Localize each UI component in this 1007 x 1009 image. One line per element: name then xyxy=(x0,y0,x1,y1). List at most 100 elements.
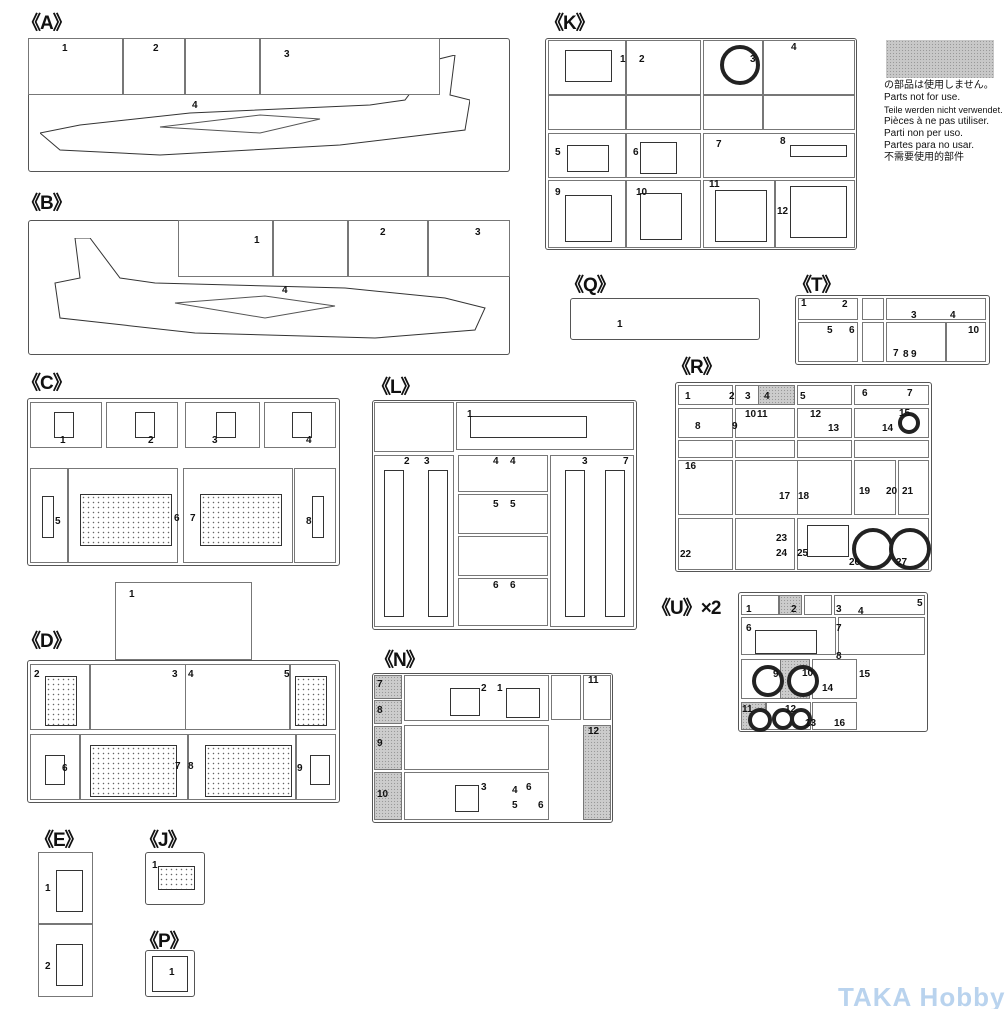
sprue-n-title: 《N》 xyxy=(375,650,425,671)
part-number: 2 xyxy=(729,391,735,402)
sprue-a-cell xyxy=(260,38,440,95)
part-number: 4 xyxy=(950,310,956,321)
part-outline xyxy=(216,412,236,438)
sprue-t-frame xyxy=(795,295,990,365)
part-number: 20 xyxy=(886,486,898,497)
sprue-t-cell xyxy=(798,322,858,362)
part-number: 3 xyxy=(481,782,487,793)
part-outline xyxy=(565,470,585,617)
sprue-r-cell xyxy=(678,440,733,458)
part-number: 16 xyxy=(685,461,697,472)
part-number: 9 xyxy=(911,349,917,360)
part-number: 4 xyxy=(512,785,518,796)
legend-line: Pièces à ne pas utiliser. xyxy=(884,116,990,127)
part-outline xyxy=(310,755,330,785)
part-outline xyxy=(450,688,480,716)
part-number: 3 xyxy=(911,310,917,321)
legend-line: Parts not for use. xyxy=(884,92,961,103)
part-number: 5 xyxy=(827,325,833,336)
sprue-c-frame xyxy=(27,398,340,566)
part-number: 22 xyxy=(680,549,692,560)
sprue-l-cell xyxy=(458,578,548,626)
part-number: 6 xyxy=(493,580,499,591)
sprue-k-cell xyxy=(626,40,701,95)
legend-line: Parti non per uso. xyxy=(884,128,963,139)
part-number: 10 xyxy=(745,409,757,420)
sprue-u-cell xyxy=(812,702,857,730)
part-number: 3 xyxy=(475,227,481,238)
part-outline xyxy=(56,944,83,986)
sprue-n-cell xyxy=(583,725,611,820)
sprue-n-cell xyxy=(583,675,611,720)
part-number: 8 xyxy=(836,651,842,662)
part-number: 13 xyxy=(828,423,840,434)
part-outline xyxy=(790,708,812,730)
part-outline xyxy=(506,688,540,718)
sprue-k-cell xyxy=(548,95,626,130)
part-number: 2 xyxy=(380,227,386,238)
part-number: 24 xyxy=(776,548,788,559)
part-number: 12 xyxy=(810,409,822,420)
part-outline xyxy=(135,412,155,438)
part-number: 6 xyxy=(849,325,855,336)
part-number: 2 xyxy=(481,683,487,694)
sprue-r-cell xyxy=(735,408,795,438)
part-number: 7 xyxy=(190,513,196,524)
part-outline xyxy=(790,186,847,238)
part-outline xyxy=(470,416,587,438)
sprue-q-title: 《Q》 xyxy=(565,275,616,296)
part-number: 4 xyxy=(192,100,198,111)
part-outline xyxy=(80,494,172,546)
watermark: TAKA Hobby xyxy=(838,982,1006,1009)
sprue-k-cell xyxy=(626,95,701,130)
sprue-k-cell xyxy=(703,95,763,130)
not-for-use-swatch xyxy=(886,40,994,78)
sprue-r-cell xyxy=(797,385,852,405)
sprue-n-cell xyxy=(374,726,402,770)
part-number: 1 xyxy=(152,860,158,871)
sprue-p-title: 《P》 xyxy=(140,931,189,952)
part-number: 10 xyxy=(802,668,814,679)
part-number: 2 xyxy=(153,43,159,54)
sprue-t-cell xyxy=(862,298,884,320)
part-outline xyxy=(715,190,767,242)
part-number: 10 xyxy=(636,187,648,198)
part-outline xyxy=(42,496,54,538)
part-number: 5 xyxy=(55,516,61,527)
sprue-q-frame xyxy=(570,298,760,340)
part-number: 3 xyxy=(750,54,756,65)
part-number: 3 xyxy=(284,49,290,60)
part-outline xyxy=(748,708,772,732)
part-number: 6 xyxy=(633,147,639,158)
part-number: 2 xyxy=(404,456,410,467)
part-number: 3 xyxy=(745,391,751,402)
sprue-t-cell xyxy=(886,322,946,362)
part-number: 3 xyxy=(836,604,842,615)
fuselage-half-b4 xyxy=(54,238,486,339)
part-outline xyxy=(428,470,448,617)
part-number: 6 xyxy=(526,782,532,793)
sprue-l-cell xyxy=(458,494,548,534)
part-number: 4 xyxy=(510,456,516,467)
sprue-r-cell xyxy=(854,440,929,458)
part-number: 10 xyxy=(377,789,389,800)
part-outline xyxy=(292,412,312,438)
part-number: 1 xyxy=(169,967,175,978)
part-number: 9 xyxy=(297,763,303,774)
part-number: 7 xyxy=(175,761,181,772)
part-number: 10 xyxy=(968,325,980,336)
part-number: 4 xyxy=(306,435,312,446)
part-number: 7 xyxy=(893,348,899,359)
part-outline xyxy=(152,956,188,992)
part-number: 7 xyxy=(836,623,842,634)
sprue-j-frame xyxy=(145,852,205,905)
part-outline xyxy=(45,755,65,785)
sprue-a-cell xyxy=(28,38,123,95)
part-number: 5 xyxy=(512,800,518,811)
part-number: 12 xyxy=(588,726,600,737)
sprue-t-cell xyxy=(946,322,986,362)
part-number: 14 xyxy=(822,683,834,694)
part-outline xyxy=(565,195,612,242)
sprue-l-title: 《L》 xyxy=(372,377,420,398)
sprue-p-frame xyxy=(145,950,195,997)
